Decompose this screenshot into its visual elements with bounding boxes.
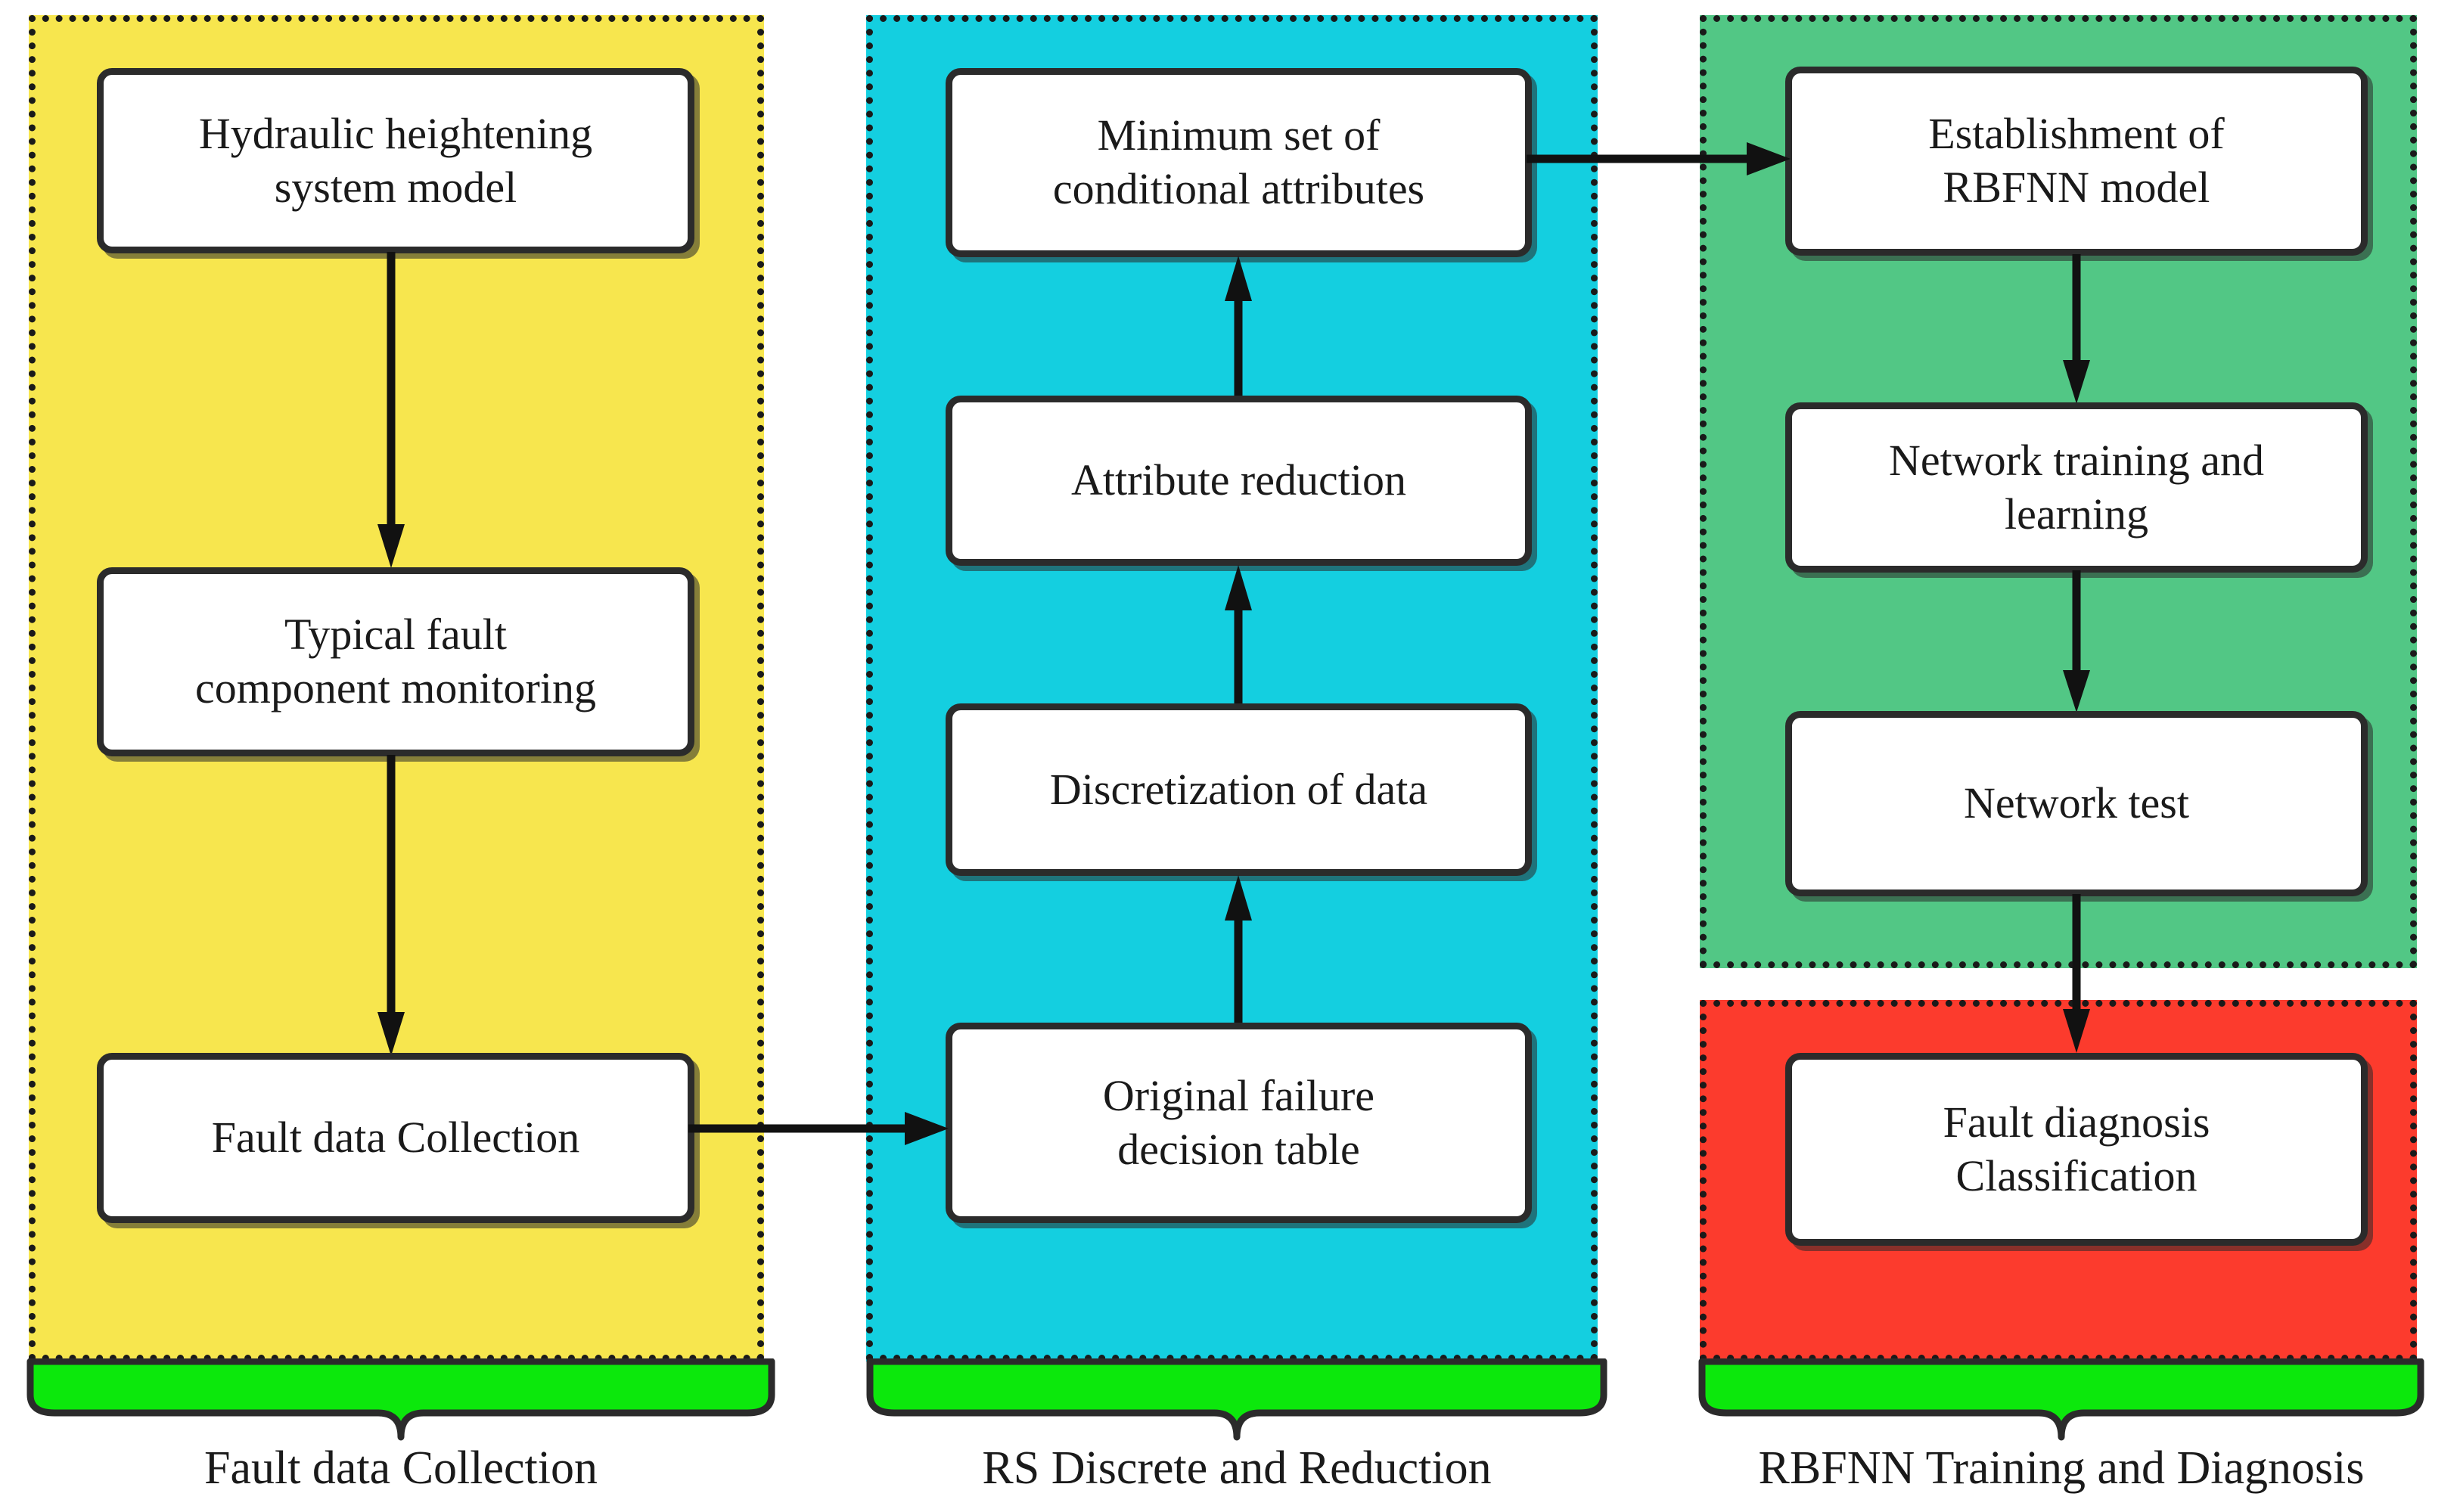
arrow-up-2 bbox=[1223, 564, 1253, 707]
node-line: Hydraulic heightening bbox=[198, 108, 593, 158]
node-line: Typical fault bbox=[284, 610, 507, 660]
node-line: Minimum set of bbox=[1097, 110, 1381, 160]
arrow-down-1 bbox=[376, 252, 406, 570]
node-line: RBFNN model bbox=[1943, 163, 2210, 212]
group-bracket-3 bbox=[1694, 1358, 2428, 1442]
group-label-rbfnn-training-and-diagnosis: RBFNN Training and Diagnosis bbox=[1758, 1442, 2365, 1494]
node-line: Discretization of data bbox=[1049, 764, 1428, 814]
arrow-down-5 bbox=[2061, 894, 2092, 1054]
node-line: Network test bbox=[1964, 778, 2189, 828]
node-network-training-and-learning[interactable]: Network training and learning bbox=[1785, 402, 2368, 573]
arrow-down-2 bbox=[376, 755, 406, 1057]
node-attribute-reduction[interactable]: Attribute reduction bbox=[946, 396, 1532, 566]
arrow-down-4 bbox=[2061, 570, 2092, 714]
node-line: Fault data Collection bbox=[211, 1113, 580, 1163]
group-label-rs-discrete-and-reduction: RS Discrete and Reduction bbox=[982, 1442, 1492, 1494]
arrow-down-3 bbox=[2061, 254, 2092, 405]
node-line: conditional attributes bbox=[1052, 164, 1425, 213]
node-fault-data-collection[interactable]: Fault data Collection bbox=[97, 1053, 694, 1223]
node-line: Fault diagnosis bbox=[1943, 1097, 2210, 1147]
group-bracket-2 bbox=[862, 1358, 1611, 1442]
node-line: Classification bbox=[1955, 1150, 2198, 1200]
node-network-test[interactable]: Network test bbox=[1785, 711, 2368, 896]
node-hydraulic-heightening-system-model[interactable]: Hydraulic heightening system model bbox=[97, 68, 694, 253]
node-establishment-of-rbfnn-model[interactable]: Establishment of RBFNN model bbox=[1785, 67, 2368, 256]
node-discretization-of-data[interactable]: Discretization of data bbox=[946, 703, 1532, 876]
node-fault-diagnosis-classification[interactable]: Fault diagnosis Classification bbox=[1785, 1053, 2368, 1246]
node-line: decision table bbox=[1117, 1124, 1360, 1174]
arrow-right-2 bbox=[1527, 136, 1791, 182]
node-minimum-set-of-conditional-attributes[interactable]: Minimum set of conditional attributes bbox=[946, 68, 1532, 257]
node-line: learning bbox=[2004, 489, 2149, 539]
node-typical-fault-component-monitoring[interactable]: Typical fault component monitoring bbox=[97, 567, 694, 756]
arrow-right-1 bbox=[688, 1106, 949, 1151]
group-bracket-1 bbox=[23, 1358, 779, 1442]
arrow-up-1 bbox=[1223, 254, 1253, 398]
arrow-up-3 bbox=[1223, 874, 1253, 1025]
node-line: component monitoring bbox=[195, 663, 596, 713]
group-label-fault-data-collection: Fault data Collection bbox=[203, 1442, 598, 1494]
node-original-failure-decision-table[interactable]: Original failure decision table bbox=[946, 1023, 1532, 1223]
node-line: Original failure bbox=[1102, 1070, 1375, 1120]
node-line: Attribute reduction bbox=[1071, 455, 1406, 505]
node-line: Network training and bbox=[1888, 435, 2265, 485]
node-line: system model bbox=[274, 162, 517, 212]
node-line: Establishment of bbox=[1928, 109, 2225, 159]
